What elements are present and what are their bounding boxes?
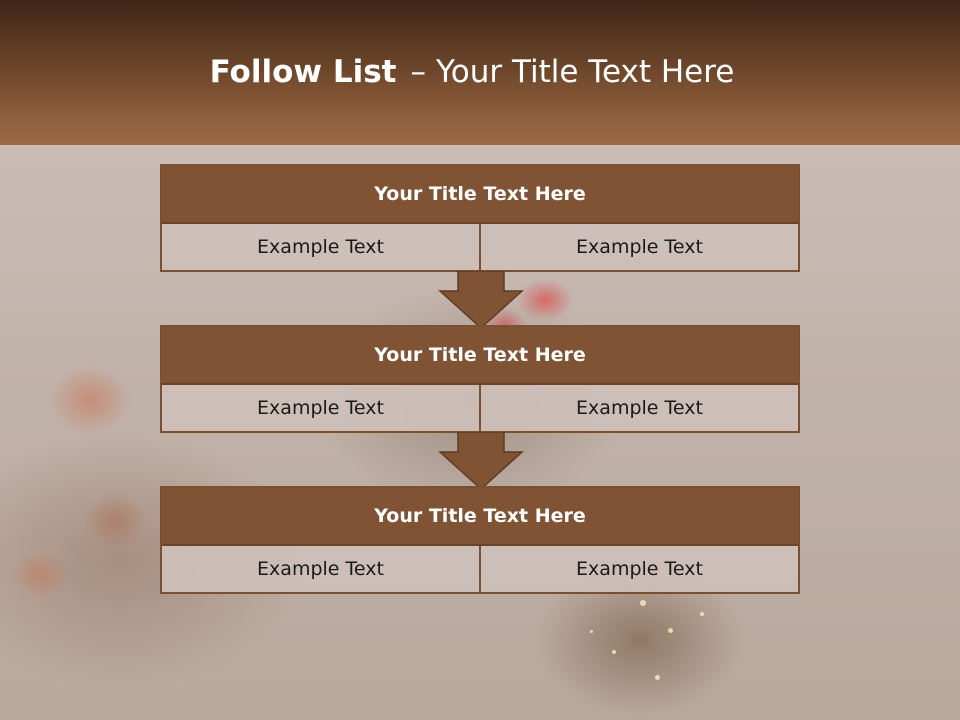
- step-title: Your Title Text Here: [162, 488, 798, 546]
- step-cell-left: Example Text: [162, 546, 479, 592]
- background-sparkle: [590, 630, 593, 633]
- down-arrow-icon: [438, 432, 524, 490]
- background-sparkle: [612, 650, 616, 654]
- step-block-3: Your Title Text Here Example Text Exampl…: [160, 486, 800, 594]
- step-block-1: Your Title Text Here Example Text Exampl…: [160, 164, 800, 272]
- step-cell-left: Example Text: [162, 385, 479, 431]
- step-cell-right: Example Text: [479, 385, 798, 431]
- slide-header: Follow List–Your Title Text Here: [0, 0, 960, 145]
- step-cell-right: Example Text: [479, 224, 798, 270]
- background-sparkle: [668, 628, 673, 633]
- down-arrow-icon: [438, 271, 524, 329]
- background-sparkle: [655, 675, 660, 680]
- slide-title-rest: Your Title Text Here: [435, 54, 735, 90]
- step-cell-right: Example Text: [479, 546, 798, 592]
- step-block-2: Your Title Text Here Example Text Exampl…: [160, 325, 800, 433]
- step-title: Your Title Text Here: [162, 166, 798, 224]
- slide-title-dash: –: [410, 54, 426, 90]
- background-sparkle: [700, 612, 704, 616]
- step-title: Your Title Text Here: [162, 327, 798, 385]
- background-sparkle: [640, 600, 646, 606]
- step-cell-left: Example Text: [162, 224, 479, 270]
- slide-title-bold: Follow List: [209, 54, 397, 90]
- slide-title: Follow List–Your Title Text Here: [0, 54, 944, 90]
